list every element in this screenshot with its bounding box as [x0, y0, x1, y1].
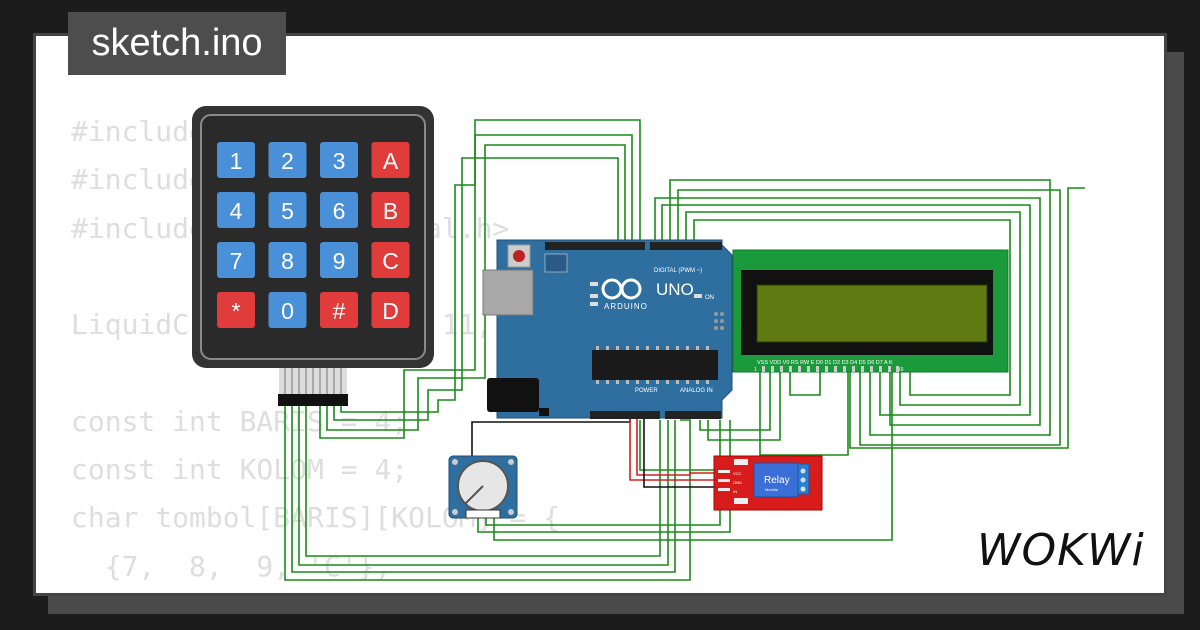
keypad-key[interactable] [217, 192, 255, 228]
power-led-label: ON [705, 295, 714, 301]
keypad-key[interactable] [320, 142, 358, 178]
lcd-pin-labels: VSS VDD V0 RS RW E D0 D1 D2 D3 D4 D5 D6 … [757, 360, 893, 366]
keypad-key-label: 3 [333, 148, 346, 174]
relay-pin-gnd: GND [733, 480, 742, 485]
wires [284, 119, 1085, 581]
analog-header-label: ANALOG IN [680, 388, 713, 394]
keypad-key[interactable] [320, 192, 358, 228]
keypad-key-label: 0 [281, 298, 294, 324]
keypad-key-label: A [383, 148, 399, 174]
keypad-key[interactable] [371, 142, 410, 178]
keypad-key[interactable] [217, 292, 255, 328]
keypad-key-label: 1 [230, 148, 243, 174]
keypad-key-label: B [383, 198, 398, 224]
keypad-key[interactable] [320, 242, 358, 278]
keypad-key-label: 4 [230, 198, 243, 224]
lcd-pin-first: 1 [754, 367, 757, 373]
lcd-display[interactable]: VSS VDD V0 RS RW E D0 D1 D2 D3 D4 D5 D6 … [732, 249, 1009, 373]
power-header-label: POWER [635, 388, 658, 394]
keypad-key[interactable] [268, 242, 307, 278]
keypad-key[interactable] [320, 292, 358, 328]
relay-pin-vcc: VCC [733, 471, 742, 476]
arduino-uno-board[interactable]: UNO ARDUINO DIGITAL (PWM ~) POWER ANALOG… [482, 239, 733, 419]
keypad-key[interactable] [217, 142, 255, 178]
lcd-pin-last: 16 [898, 367, 904, 373]
potentiometer[interactable] [448, 455, 518, 519]
keypad-key[interactable] [371, 242, 410, 278]
keypad-key[interactable] [268, 292, 307, 328]
keypad-key-label: 8 [281, 248, 294, 274]
keypad[interactable]: 1 2 3 A 4 5 6 B 7 8 9 C * 0 # D [192, 106, 434, 406]
keypad-key-label: 5 [281, 198, 294, 224]
relay-pin-in: IN [733, 489, 737, 494]
keypad-key-label: 2 [281, 148, 294, 174]
keypad-key[interactable] [217, 242, 255, 278]
board-brand-label: ARDUINO [604, 302, 648, 311]
keypad-key[interactable] [268, 142, 307, 178]
board-model-label: UNO [656, 280, 694, 299]
sketch-filename-tab[interactable]: sketch.ino [68, 12, 286, 75]
keypad-key-label: 9 [333, 248, 346, 274]
relay-sub-label: Module [765, 487, 779, 492]
keypad-key-label: D [382, 298, 399, 324]
relay-module[interactable]: Relay Module VCC GND IN [713, 455, 823, 511]
keypad-key-label: # [333, 298, 346, 324]
keypad-key-label: * [232, 298, 241, 324]
keypad-key[interactable] [371, 292, 410, 328]
keypad-key[interactable] [371, 192, 410, 228]
digital-header-label: DIGITAL (PWM ~) [654, 268, 702, 274]
wokwi-logo: WOKWi [977, 525, 1145, 576]
keypad-key-label: 7 [230, 248, 243, 274]
keypad-key[interactable] [268, 192, 307, 228]
keypad-key-label: 6 [333, 198, 346, 224]
keypad-key-label: C [382, 248, 399, 274]
relay-label: Relay [764, 475, 790, 486]
